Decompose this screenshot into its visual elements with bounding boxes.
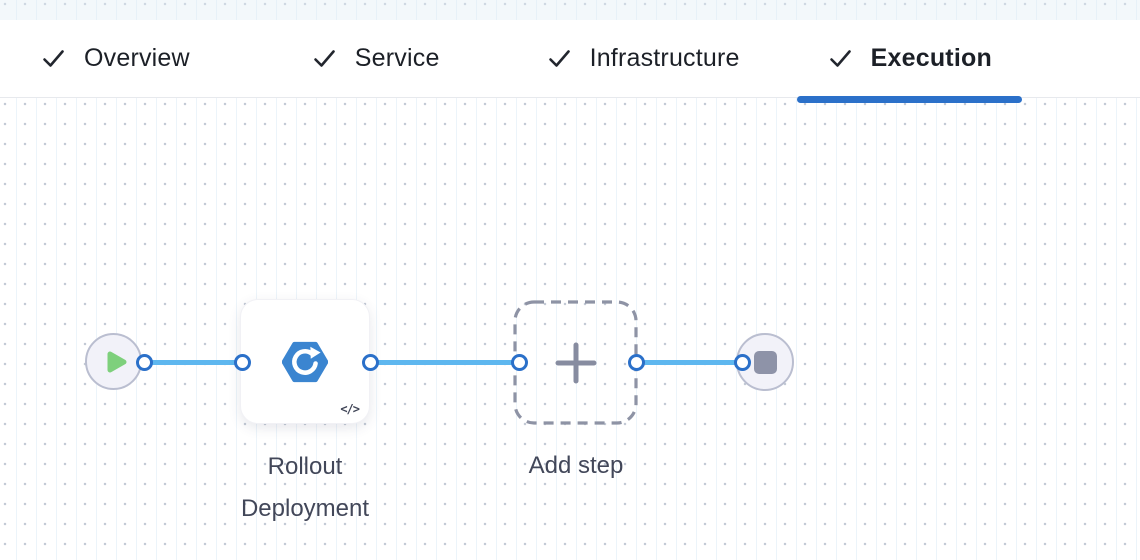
active-tab-underline	[796, 96, 1022, 103]
add-step-node[interactable]	[513, 300, 638, 425]
tab-label: Infrastructure	[589, 44, 740, 72]
stage-setup-tabbar: Overview Service Infrastructure Executio…	[0, 20, 1140, 103]
check-icon	[43, 50, 64, 67]
add-step-label: Add step	[528, 452, 624, 479]
edge-start-to-rollout	[142, 360, 240, 365]
canvas-top-strip	[0, 0, 1140, 20]
step-label-rollout-deployment: Rollout Deployment	[240, 453, 370, 522]
tab-overview[interactable]: Overview	[10, 20, 220, 97]
check-icon	[829, 50, 851, 67]
tab-label: Execution	[870, 44, 992, 72]
tab-service[interactable]: Service	[281, 20, 470, 97]
check-icon	[313, 50, 335, 67]
stop-icon	[753, 350, 777, 374]
connector-port[interactable]	[511, 354, 528, 371]
tab-label: Overview	[84, 44, 190, 72]
tab-label: Service	[354, 44, 440, 72]
code-icon[interactable]: </>	[340, 402, 360, 416]
connector-port[interactable]	[628, 354, 645, 371]
tab-execution[interactable]: Execution	[796, 20, 1022, 103]
pipeline-start-node[interactable]	[85, 333, 142, 390]
tab-infrastructure[interactable]: Infrastructure	[516, 20, 770, 97]
connector-port[interactable]	[734, 354, 751, 371]
check-icon	[548, 50, 570, 67]
connector-port[interactable]	[234, 354, 251, 371]
plus-icon	[555, 342, 596, 383]
edge-rollout-to-addstep	[368, 360, 517, 365]
kubernetes-rollout-icon	[282, 341, 328, 382]
connector-port[interactable]	[136, 354, 153, 371]
play-icon	[107, 351, 126, 372]
connector-port[interactable]	[362, 354, 379, 371]
step-rollout-deployment[interactable]: </>	[240, 299, 370, 424]
edge-addstep-to-end	[634, 360, 740, 365]
